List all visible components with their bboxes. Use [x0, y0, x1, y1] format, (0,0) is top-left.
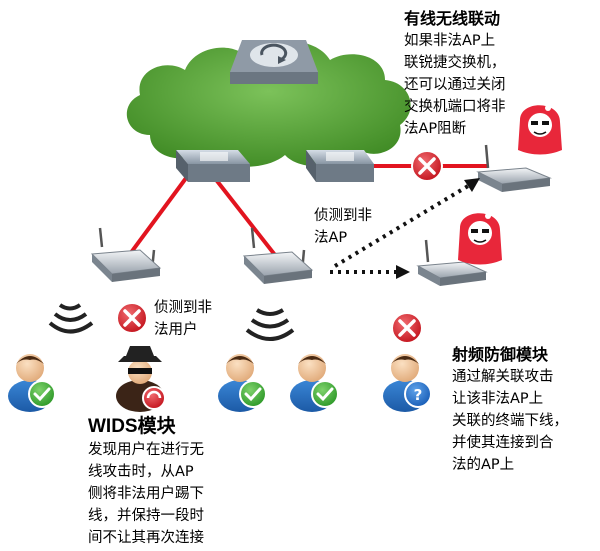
detection-arrows — [330, 184, 470, 274]
legit-ap-right-icon — [242, 227, 314, 284]
linkage-line-4: 交换机端口将非 — [404, 99, 506, 115]
wifi-signal-right-icon — [245, 308, 295, 341]
detect-user-line-1: 侦测到非 — [154, 300, 212, 316]
linkage-title: 有线无线联动 — [404, 9, 501, 28]
svg-text:?: ? — [414, 386, 423, 404]
linkage-line-3: 还可以通过关闭 — [404, 77, 506, 93]
port-block-icon — [411, 150, 443, 182]
wifi-signal-left-icon — [48, 303, 94, 334]
rf-line-2: 让该非法AP上 — [452, 391, 544, 407]
rogue-ap-bottom-icon — [416, 239, 488, 286]
switch-right-icon — [306, 150, 374, 182]
network-cloud — [126, 41, 411, 167]
core-router-icon — [230, 40, 318, 84]
user-5-icon: ? — [383, 354, 432, 412]
rf-line-4: 并使其连接到合 — [452, 435, 554, 451]
wids-line-3: 侧将非法用户踢下 — [88, 486, 204, 502]
rf-title: 射频防御模块 — [452, 345, 549, 364]
user-1-icon — [8, 354, 56, 412]
rf-line-3: 关联的终端下线， — [452, 413, 568, 429]
wids-line-4: 线，并保持一段时 — [88, 508, 204, 524]
detect-ap-line-1: 侦测到非 — [314, 208, 372, 224]
user-3-icon — [218, 354, 267, 412]
wids-line-1: 发现用户在进行无 — [88, 442, 204, 458]
detect-ap-line-2: 法AP — [314, 230, 348, 246]
arrowhead-bottom — [396, 265, 410, 279]
user-block-icon — [116, 302, 148, 334]
switch-left-icon — [176, 150, 250, 182]
rf-line-1: 通过解关联攻击 — [452, 369, 554, 385]
wids-line-5: 间不让其再次连接 — [88, 530, 204, 546]
rogue-link-block-icon — [391, 312, 423, 344]
wids-title: WIDS模块 — [88, 416, 176, 437]
linkage-line-5: 法AP阻断 — [404, 121, 467, 137]
user-4-icon — [290, 354, 339, 412]
hacker-user-icon — [116, 346, 166, 412]
arrowhead-top — [464, 178, 480, 192]
legit-ap-left-icon — [90, 227, 162, 282]
rogue-ap-top-icon — [476, 144, 552, 192]
wids-line-2: 线攻击时，从AP — [88, 464, 194, 480]
detect-user-line-2: 法用户 — [154, 322, 198, 338]
linkage-line-2: 联锐捷交换机， — [404, 55, 506, 71]
linkage-line-1: 如果非法AP上 — [404, 33, 496, 49]
hacker-red-icon — [518, 105, 562, 155]
rf-line-5: 法的AP上 — [452, 457, 515, 473]
hacker-red-icon-2 — [458, 213, 502, 265]
